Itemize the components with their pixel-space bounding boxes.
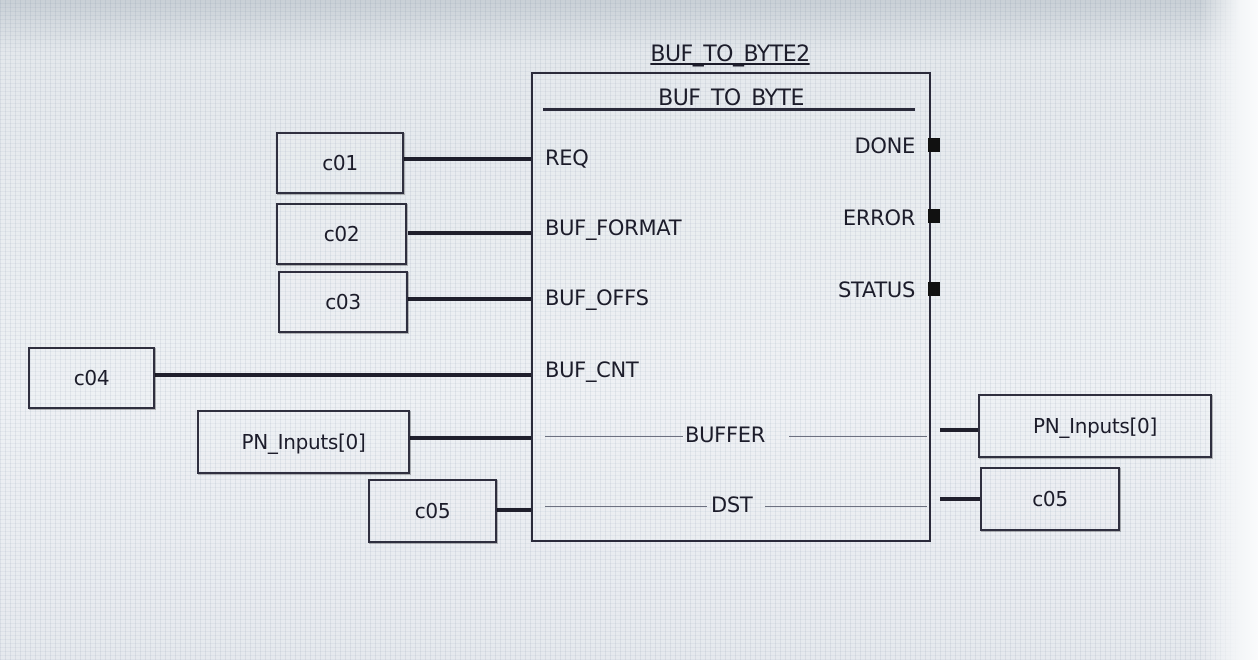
wire-buf-offs[interactable] (408, 297, 531, 301)
pin-buf-cnt[interactable]: BUF_CNT (545, 358, 639, 382)
inout-line-buffer-right (789, 436, 927, 437)
var-input-req[interactable]: c01 (276, 132, 404, 194)
pin-marker-status (928, 282, 940, 296)
block-header-divider (543, 108, 915, 111)
pin-error[interactable]: ERROR (842, 206, 915, 230)
var-input-buf-cnt[interactable]: c04 (28, 347, 155, 409)
pin-buf-offs[interactable]: BUF_OFFS (545, 286, 649, 310)
pin-req[interactable]: REQ (545, 146, 589, 170)
inout-line-dst-right (765, 506, 927, 507)
monitor-edge (1200, 0, 1258, 660)
pin-buf-format[interactable]: BUF_FORMAT (545, 216, 682, 240)
wire-buf-format[interactable] (408, 231, 531, 235)
wire-buffer-in[interactable] (410, 436, 531, 440)
var-input-buffer[interactable]: PN_Inputs[0] (197, 410, 410, 474)
wire-req[interactable] (404, 157, 531, 161)
wire-buf-cnt[interactable] (155, 373, 531, 377)
var-input-buf-format[interactable]: c02 (276, 203, 407, 265)
var-output-dst[interactable]: c05 (980, 467, 1120, 531)
pin-marker-done (928, 138, 940, 152)
wire-dst-in[interactable] (497, 508, 531, 512)
inout-line-buffer-left (545, 436, 683, 437)
pin-status[interactable]: STATUS (838, 278, 915, 302)
inout-line-dst-left (545, 506, 707, 507)
block-type-name: BUF_TO_BYTE (658, 86, 804, 111)
wire-dst-out[interactable] (940, 497, 980, 501)
function-block[interactable]: BUF_TO_BYTE REQ BUF_FORMAT BUF_OFFS BUF_… (531, 72, 931, 542)
pin-marker-error (928, 209, 940, 223)
block-instance-name[interactable]: BUF_TO_BYTE2 (650, 42, 810, 67)
pin-dst[interactable]: DST (711, 493, 753, 517)
var-input-buf-offs[interactable]: c03 (278, 271, 408, 333)
pin-buffer[interactable]: BUFFER (685, 423, 765, 447)
wire-buffer-out[interactable] (940, 428, 978, 432)
pin-done[interactable]: DONE (854, 134, 916, 158)
var-input-dst[interactable]: c05 (368, 479, 497, 543)
var-output-buffer[interactable]: PN_Inputs[0] (978, 394, 1212, 458)
